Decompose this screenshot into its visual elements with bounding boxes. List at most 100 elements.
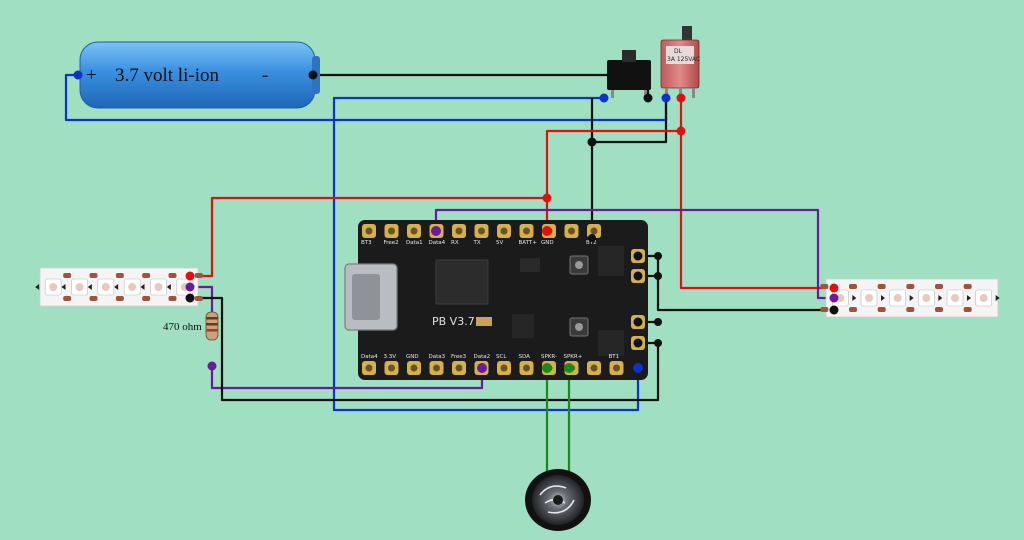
bottom-pin-label: 3.3V (384, 354, 397, 360)
switch-pin-3 (692, 88, 695, 98)
top-pin-hole (590, 227, 598, 235)
bottom-pin-label: Data3 (429, 354, 446, 360)
strip-capacitor (820, 307, 829, 312)
bottom-pin-label: SPKR- (541, 354, 557, 360)
strip-arrow (35, 284, 40, 290)
speaker-center (553, 495, 563, 505)
strip-capacitor (63, 296, 72, 301)
strip-resistor (194, 273, 203, 278)
dot-bt2-a (633, 251, 643, 261)
wire-battery-negative (313, 73, 650, 98)
strip-capacitor (906, 307, 915, 312)
dot-data1 (431, 226, 441, 236)
strip-arrow (909, 295, 914, 301)
slide-switch: DL 3A 125VAC (660, 26, 700, 98)
dot-resistor-bottom (207, 361, 217, 371)
chip-c (598, 330, 624, 356)
battery-minus-label: - (262, 65, 268, 86)
strip-capacitor (89, 296, 98, 301)
switch-label-top: DL (674, 48, 683, 55)
bottom-pin-hole (455, 364, 463, 372)
bottom-pin-hole (388, 364, 395, 372)
dot-right-strip-ground (829, 305, 839, 315)
led-die (101, 283, 110, 291)
top-pin-label: Data4 (429, 240, 446, 246)
wire-right-ground (638, 254, 834, 312)
top-pin-hole (568, 227, 575, 235)
dot-red-split (542, 193, 552, 203)
switch-pin-2 (679, 88, 682, 98)
dot-data2 (477, 363, 487, 373)
switch-label-bottom: 3A 125VAC (667, 56, 700, 63)
switch-plate (666, 46, 694, 64)
dot-button-blue (599, 93, 609, 103)
dot-bt1 (633, 363, 643, 373)
led-die (893, 294, 902, 302)
dot-bt1-d (654, 339, 662, 347)
strip-arrow (166, 284, 171, 290)
bottom-pin-hole (500, 364, 508, 372)
top-pin-label: GND (541, 240, 554, 246)
strip-resistor (906, 284, 915, 289)
junction-dots (73, 70, 839, 373)
wires (64, 73, 834, 478)
dot-button-black (643, 93, 653, 103)
top-pin-label: BATT+ (519, 240, 538, 246)
speaker (525, 469, 591, 531)
battery-plus-label: + (86, 65, 97, 86)
strip-arrow (881, 295, 885, 301)
top-pin-label: TX (473, 240, 481, 246)
strip-resistor (935, 284, 943, 289)
strip-resistor (89, 273, 98, 278)
top-pin-hole (478, 227, 485, 235)
led-die (49, 283, 58, 291)
strip-resistor (849, 284, 857, 289)
strip-arrow (61, 284, 66, 290)
resistor-band-3 (206, 329, 218, 332)
strip-arrow (995, 295, 1000, 301)
led-strip-right (820, 278, 1000, 318)
top-pin-label: BT2 (586, 240, 597, 246)
strip-resistor (63, 273, 72, 278)
dot-bt1-a (633, 317, 643, 327)
top-pin-label: 5V (496, 240, 503, 246)
push-button-cap (622, 50, 636, 62)
bottom-pin-label: BT1 (609, 354, 620, 360)
dot-left-strip-ground (185, 293, 195, 303)
led-die (836, 294, 845, 302)
bottom-pin-label: SCL (496, 354, 507, 360)
wire-red-left-strip (196, 196, 547, 278)
dot-bt1-c (654, 318, 662, 326)
push-button (607, 50, 651, 98)
resistor-band-2 (206, 323, 218, 326)
wire-button-bt1 (332, 96, 640, 412)
top-pin-label: RX (451, 240, 459, 246)
strip-arrow (140, 284, 145, 290)
dot-bt1-b (633, 338, 643, 348)
bottom-pin-label: Free3 (451, 354, 467, 360)
led-die (979, 294, 988, 302)
battery-label: 3.7 volt li-ion (115, 65, 219, 86)
dot-bt2-d (654, 272, 662, 280)
dot-batt-plus (542, 226, 552, 236)
led-die (865, 294, 873, 302)
led-die (154, 283, 163, 291)
top-pin-hole (500, 227, 508, 235)
strip-capacitor (168, 296, 177, 301)
resistor-body (205, 311, 219, 341)
bottom-pin-hole (410, 364, 418, 372)
switch-actuator (682, 26, 692, 44)
chip-b (598, 246, 624, 276)
strip-resistor (142, 273, 151, 278)
top-pin-label: BT3 (361, 240, 372, 246)
dot-left-strip-data (185, 282, 195, 292)
strip-resistor (877, 284, 886, 289)
wire-button-gnd (592, 98, 668, 144)
push-button-pin-right (644, 90, 647, 98)
strip-resistor (820, 284, 829, 289)
dot-switch-red (676, 93, 686, 103)
strip-resistor (115, 273, 124, 278)
